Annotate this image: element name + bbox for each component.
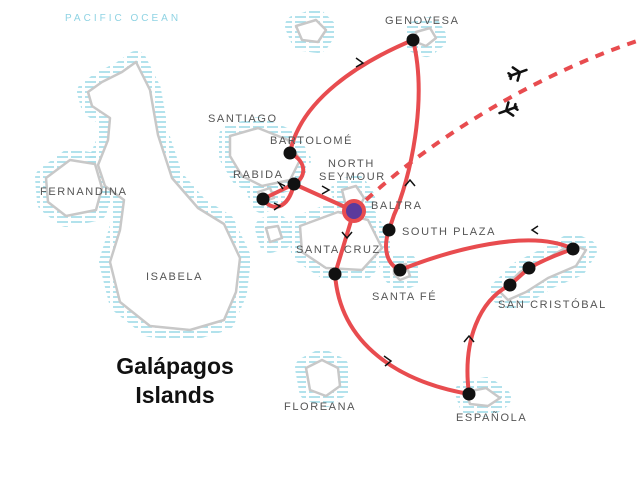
label-fernandina: FERNANDINA [40, 186, 128, 198]
label-santa-cruz: SANTA CRUZ [296, 244, 381, 256]
stop-north [287, 177, 301, 191]
start-marker-baltra [342, 199, 366, 223]
label-south-plaza: SOUTH PLAZA [402, 226, 496, 238]
direction-arrow-icon [355, 57, 365, 68]
direction-arrow-icon [530, 225, 539, 235]
airplane-icon [498, 101, 519, 117]
stop-south-plaza [382, 223, 396, 237]
stops [256, 33, 580, 401]
label-isabela: ISABELA [146, 271, 203, 283]
map-title: Galápagos Islands [80, 352, 270, 410]
direction-arrow-icon [404, 178, 416, 187]
stop-bartolome [283, 146, 297, 160]
label-rabida: RABIDA [233, 169, 284, 181]
ocean-label: PACIFIC OCEAN [65, 13, 181, 24]
stop-santa-cruz [328, 267, 342, 281]
label-north-seymour: SEYMOUR [319, 171, 386, 183]
place-labels: GENOVESA SANTIAGO BARTOLOMÉ NORTH SEYMOU… [40, 15, 607, 424]
stop-genovesa [406, 33, 420, 47]
route-segment [260, 151, 306, 209]
direction-arrow-icon [276, 181, 286, 190]
label-baltra: BALTRA [371, 200, 423, 212]
route-segment [288, 38, 415, 155]
stop-rabida [256, 192, 270, 206]
stop-san-cristobal-2 [522, 261, 536, 275]
flight-path [364, 38, 640, 202]
label-bartolome: BARTOLOMÉ [270, 134, 353, 147]
label-san-cristobal: SAN CRISTÓBAL [498, 298, 607, 311]
title-line-2: Islands [135, 382, 215, 408]
direction-arrow-icon [341, 231, 353, 240]
label-espanola: ESPAÑOLA [456, 411, 527, 424]
stop-espanola [462, 387, 476, 401]
direction-arrow-icon [463, 334, 475, 343]
direction-arrow-icon [321, 185, 331, 195]
stop-san-cristobal-3 [503, 278, 517, 292]
island-pinzon [264, 224, 284, 244]
label-north-seymour: NORTH [328, 158, 375, 170]
airplane-icon [507, 66, 528, 82]
label-genovesa: GENOVESA [385, 15, 460, 27]
direction-arrow-icon [383, 355, 393, 367]
direction-arrow-icon [273, 202, 282, 211]
label-santiago: SANTIAGO [208, 113, 278, 125]
title-line-1: Galápagos [116, 353, 234, 379]
label-floreana: FLOREANA [284, 401, 356, 413]
label-santa-fe: SANTA FÉ [372, 290, 437, 303]
stop-san-cristobal-1 [566, 242, 580, 256]
route-segment [398, 238, 575, 272]
route-arrows [273, 57, 539, 367]
island-floreana [304, 358, 342, 398]
route-segment [384, 38, 421, 272]
stop-santa-fe [393, 263, 407, 277]
